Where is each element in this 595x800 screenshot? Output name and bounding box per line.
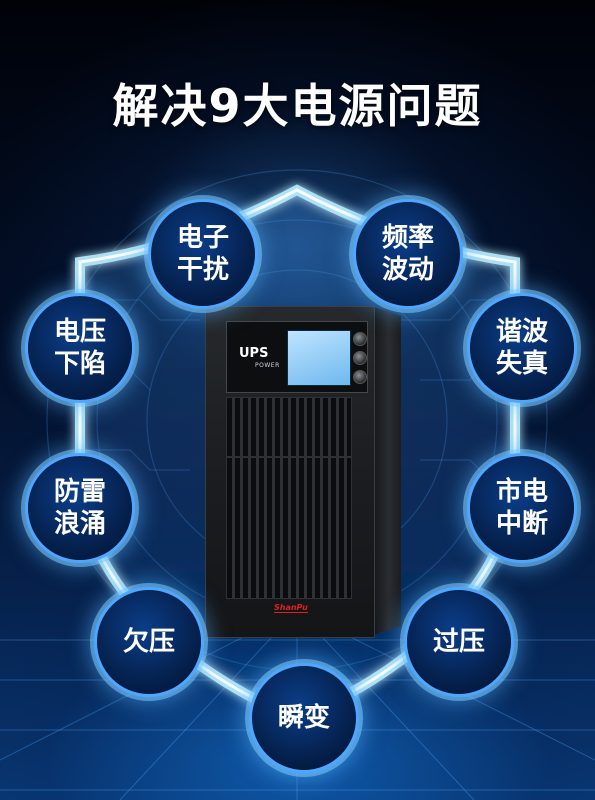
ups-brand-label: UPS: [239, 346, 269, 361]
ups-control-panel: UPS POWER: [226, 321, 368, 393]
manufacturer-logo: ShanPu: [274, 603, 308, 613]
ups-button-bottom: [353, 370, 367, 384]
problem-bubble-voltage-sag: 电压 下陷: [28, 296, 132, 400]
ups-front-panel: UPS POWER ShanPu: [205, 306, 375, 638]
ups-brand-sublabel: POWER: [255, 362, 280, 369]
problem-bubble-transient: 瞬变: [252, 666, 356, 770]
problem-bubble-electronic-interference: 电子 干扰: [151, 202, 255, 306]
ups-side-panel: [371, 306, 401, 636]
ups-device-image: UPS POWER ShanPu: [205, 306, 401, 638]
lcd-display: [287, 330, 351, 386]
problem-bubble-frequency-fluctuation: 频率 波动: [356, 202, 460, 306]
ups-button-middle: [353, 351, 367, 365]
problem-bubble-lightning-surge: 防雷 浪涌: [28, 456, 132, 560]
problem-bubble-overvoltage: 过压: [407, 590, 511, 694]
ups-button-top: [353, 332, 367, 346]
page-title: 解决9大电源问题: [112, 79, 483, 133]
problem-bubble-harmonic-distortion: 谐波 失真: [470, 296, 574, 400]
problem-bubble-undervoltage: 欠压: [97, 590, 201, 694]
problem-bubble-mains-interruption: 市电 中断: [470, 456, 574, 560]
ups-vent-grille: [226, 397, 352, 599]
